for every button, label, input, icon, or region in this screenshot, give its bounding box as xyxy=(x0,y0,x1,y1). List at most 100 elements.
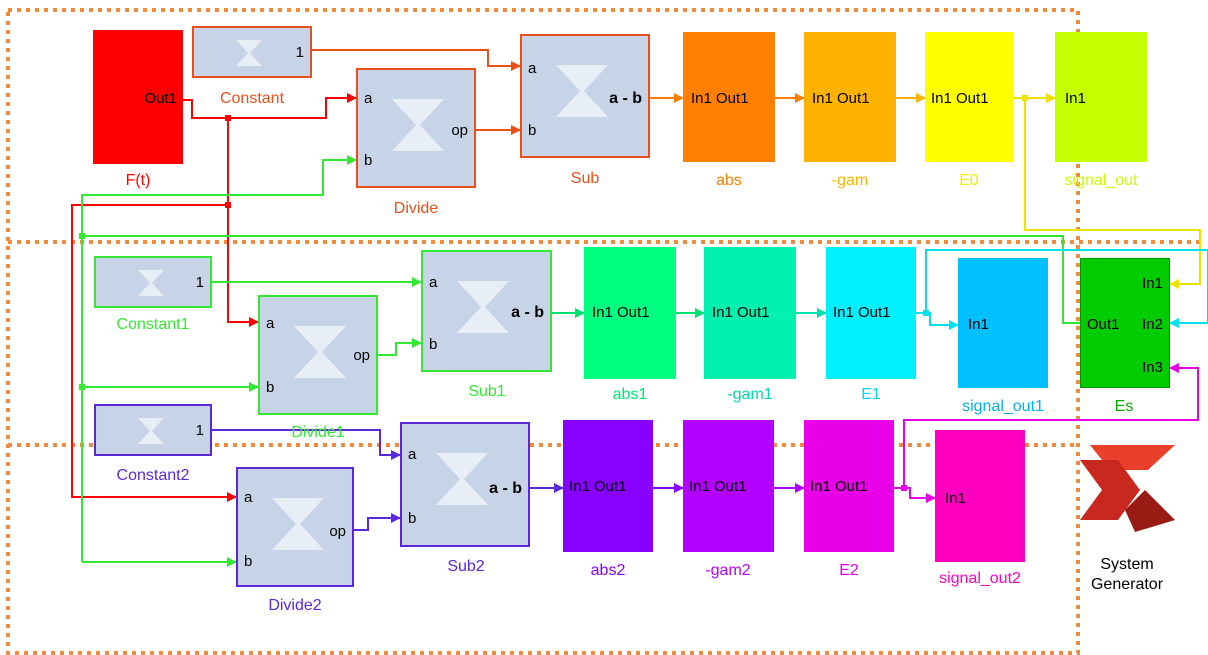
signal-out1-sink[interactable]: In1 xyxy=(958,258,1048,388)
abs-ports: In1 Out1 xyxy=(691,90,749,107)
sysgen-line2: Generator xyxy=(1090,576,1164,593)
gam2-block[interactable]: In1 Out1 xyxy=(683,420,774,552)
ft-source-block[interactable]: Out1 xyxy=(93,30,183,164)
xilinx-divide-icon xyxy=(392,99,444,151)
divide1-port-op: op xyxy=(353,347,370,364)
sub1-op: a - b xyxy=(511,304,544,321)
sub-port-b: b xyxy=(528,122,537,139)
constant1-label: Constant1 xyxy=(116,316,190,333)
sub-block[interactable]: a b a - b xyxy=(520,34,650,158)
abs1-label: abs1 xyxy=(612,386,648,403)
wire-green-to-es-in2 xyxy=(82,235,1080,324)
divide1-port-b: b xyxy=(266,379,275,396)
e2-ports: In1 Out1 xyxy=(810,478,868,495)
divide-block[interactable]: a b op xyxy=(356,68,476,188)
wire-junctions xyxy=(79,95,1028,491)
xilinx-divide2-icon xyxy=(272,498,324,550)
gam-block[interactable]: In1 Out1 xyxy=(804,32,896,162)
xilinx-divide1-icon xyxy=(294,326,346,378)
wire-constant-to-sub xyxy=(312,49,521,71)
abs-block[interactable]: In1 Out1 xyxy=(683,32,775,162)
wire-e0-to-es-in1 xyxy=(1024,98,1201,289)
es-label: Es xyxy=(1114,398,1134,415)
xilinx-constant1-icon xyxy=(138,270,164,296)
signal-out2-port: In1 xyxy=(945,490,966,507)
e2-block[interactable]: In1 Out1 xyxy=(804,420,894,552)
divide2-port-a: a xyxy=(244,489,253,506)
gam-ports: In1 Out1 xyxy=(812,90,870,107)
sysgen-line1: System xyxy=(1100,556,1154,573)
constant-value: 1 xyxy=(295,44,304,61)
signal-out1-label: signal_out1 xyxy=(962,398,1044,415)
divide2-block[interactable]: a b op xyxy=(236,467,354,587)
divide2-label: Divide2 xyxy=(268,597,322,614)
wire-e2-to-sink2 xyxy=(894,487,936,503)
constant1-block[interactable]: 1 xyxy=(94,256,212,308)
e2-label: E2 xyxy=(839,562,859,579)
constant2-block[interactable]: 1 xyxy=(94,404,212,456)
sub-op: a - b xyxy=(609,90,642,107)
gam-label: -gam xyxy=(831,172,869,189)
constant2-label: Constant2 xyxy=(116,467,190,484)
wire-constant2-to-sub2 xyxy=(212,429,401,460)
wire-ft-to-divide-a xyxy=(183,93,357,119)
abs2-block[interactable]: In1 Out1 xyxy=(563,420,653,552)
ft-out-port: Out1 xyxy=(144,90,177,107)
sub1-block[interactable]: a b a - b xyxy=(421,250,552,372)
wire-e1-to-es-in2 xyxy=(925,249,1208,328)
sub-port-a: a xyxy=(528,60,537,77)
region-borders xyxy=(6,8,1205,655)
abs1-ports: In1 Out1 xyxy=(592,304,650,321)
e1-ports: In1 Out1 xyxy=(833,304,891,321)
sub2-label: Sub2 xyxy=(447,558,485,575)
sub1-port-a: a xyxy=(429,274,438,291)
wire-ft-down xyxy=(227,118,259,327)
divide1-block[interactable]: a b op xyxy=(258,295,378,415)
es-in1-port: In1 xyxy=(1142,275,1163,292)
xilinx-sub-icon xyxy=(556,65,608,117)
divide-port-b: b xyxy=(364,152,373,169)
constant2-value: 1 xyxy=(195,422,204,439)
divide1-label: Divide1 xyxy=(291,424,345,441)
signal-out-label: signal_out xyxy=(1064,172,1138,189)
xilinx-sub2-icon xyxy=(436,453,488,505)
constant1-value: 1 xyxy=(195,274,204,291)
divide-port-a: a xyxy=(364,90,373,107)
divide-label: Divide xyxy=(393,200,439,217)
abs1-block[interactable]: In1 Out1 xyxy=(584,247,676,379)
e0-label: E0 xyxy=(959,172,979,189)
gam1-label: -gam1 xyxy=(727,386,773,403)
es-block[interactable]: In1 Out1 In2 In3 xyxy=(1080,258,1170,388)
e0-block[interactable]: In1 Out1 xyxy=(925,32,1014,162)
signal-out1-port: In1 xyxy=(968,316,989,333)
abs2-label: abs2 xyxy=(590,562,626,579)
sub2-op: a - b xyxy=(489,480,522,497)
wire-ft-to-divide2 xyxy=(71,204,237,502)
signal-out-port: In1 xyxy=(1065,90,1086,107)
divide-port-op: op xyxy=(451,122,468,139)
wire-e1-to-sink1 xyxy=(916,312,959,330)
es-out1-port: Out1 xyxy=(1087,316,1120,333)
gam2-label: -gam2 xyxy=(705,562,751,579)
gam1-block[interactable]: In1 Out1 xyxy=(704,247,796,379)
divide1-port-a: a xyxy=(266,315,275,332)
e1-block[interactable]: In1 Out1 xyxy=(826,247,916,379)
signal-out-sink[interactable]: In1 xyxy=(1055,32,1147,162)
gam1-ports: In1 Out1 xyxy=(712,304,770,321)
es-in2-port: In2 xyxy=(1142,316,1163,333)
sub1-label: Sub1 xyxy=(468,383,506,400)
xilinx-constant-icon xyxy=(236,40,262,66)
abs-label: abs xyxy=(716,172,742,189)
sub2-port-a: a xyxy=(408,446,417,463)
divide2-port-b: b xyxy=(244,553,253,570)
xilinx-logo xyxy=(1080,445,1175,532)
sub2-port-b: b xyxy=(408,510,417,527)
abs2-ports: In1 Out1 xyxy=(569,478,627,495)
constant-block[interactable]: 1 xyxy=(192,26,312,78)
signal-out2-sink[interactable]: In1 xyxy=(935,430,1025,562)
sub2-block[interactable]: a b a - b xyxy=(400,422,530,547)
divide2-port-op: op xyxy=(329,523,346,540)
signal-out2-label: signal_out2 xyxy=(939,570,1021,587)
xilinx-sub1-icon xyxy=(457,281,509,333)
